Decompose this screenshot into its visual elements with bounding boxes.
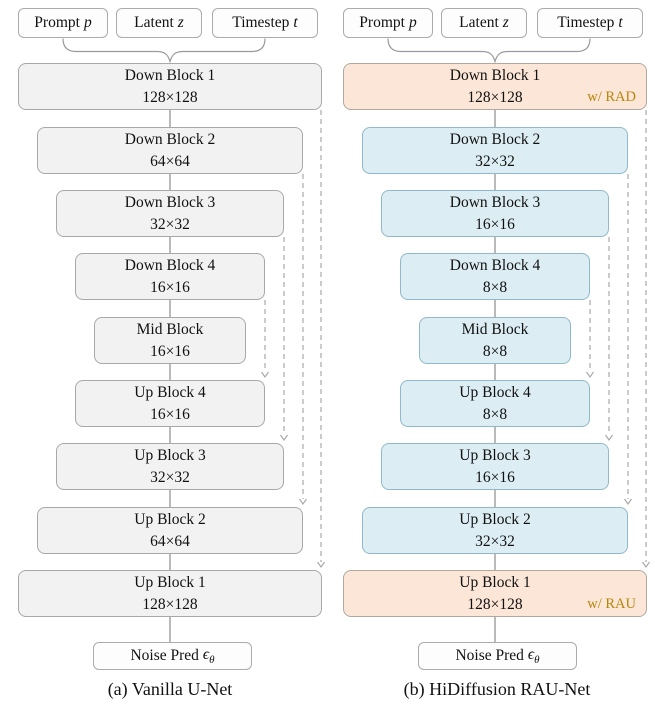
input-label: Prompt [359,14,405,31]
input-label: Prompt [34,14,80,31]
arrowhead-icon [605,434,613,442]
arrowhead-icon [317,561,325,569]
block-resolution: 64×64 [150,532,190,550]
block-b-up-3: Up Block 3 16×16 [381,443,609,490]
arrowhead-icon [261,371,269,379]
skip-connections-a [261,110,325,569]
block-a-mid: Mid Block 16×16 [94,317,246,364]
block-resolution: 16×16 [150,278,190,296]
block-a-down-3: Down Block 3 32×32 [56,190,284,237]
block-title: Down Block 3 [449,194,541,212]
input-label: Timestep [557,14,615,31]
block-b-down-1: Down Block 1 128×128 w/ RAD [343,63,647,110]
arrowhead-icon [280,434,288,442]
block-resolution: 128×128 [142,88,198,106]
block-title: Down Block 4 [449,257,541,275]
block-resolution: 32×32 [475,532,515,550]
block-title: Down Block 1 [124,67,216,85]
math-subscript: θ [534,654,540,667]
block-a-up-1: Up Block 1 128×128 [18,570,322,617]
math-symbol: p [83,14,92,31]
block-a-up-3: Up Block 3 32×32 [56,443,284,490]
block-b-up-2: Up Block 2 32×32 [362,507,628,554]
block-a-down-1: Down Block 1 128×128 [18,63,322,110]
block-resolution: 8×8 [482,342,508,360]
block-title: Up Block 1 [459,574,531,592]
block-b-down-4: Down Block 4 8×8 [400,253,590,300]
skip-connections-b [586,110,650,569]
block-tag: w/ RAD [587,88,636,105]
block-resolution: 8×8 [482,405,508,423]
math-subscript: θ [209,654,215,667]
math-symbol: z [177,14,184,31]
block-title: Up Block 2 [459,511,531,529]
block-resolution: 16×16 [475,468,515,486]
block-resolution: 8×8 [482,278,508,296]
output-label: Noise Pred [130,647,199,664]
arrowhead-icon [624,498,632,506]
block-a-up-4: Up Block 4 16×16 [75,380,265,427]
block-title: Up Block 4 [134,384,206,402]
block-title: Mid Block [461,321,529,339]
math-symbol: t [293,14,298,31]
block-title: Down Block 1 [449,67,541,85]
arrowhead-icon [586,371,594,379]
math-symbol: z [502,14,509,31]
block-resolution: 128×128 [467,595,523,613]
block-title: Mid Block [136,321,204,339]
block-resolution: 32×32 [150,468,190,486]
block-b-mid: Mid Block 8×8 [419,317,571,364]
block-title: Up Block 2 [134,511,206,529]
block-resolution: 16×16 [150,405,190,423]
output-label: Noise Pred [455,647,524,664]
block-title: Down Block 3 [124,194,216,212]
arrowhead-icon [642,561,650,569]
block-resolution: 16×16 [475,215,515,233]
block-b-up-4: Up Block 4 8×8 [400,380,590,427]
block-resolution: 128×128 [467,88,523,106]
block-a-down-4: Down Block 4 16×16 [75,253,265,300]
input-label: Timestep [232,14,290,31]
input-label: Latent [134,14,174,31]
block-resolution: 32×32 [475,152,515,170]
block-tag: w/ RAU [587,595,636,612]
caption-b: (b) HiDiffusion RAU-Net [403,679,591,699]
input-merge-brace-a [62,38,266,64]
arrowhead-icon [299,498,307,506]
block-b-down-2: Down Block 2 32×32 [362,127,628,174]
math-symbol: ϵ [202,645,210,663]
math-symbol: p [408,14,417,31]
block-title: Up Block 4 [459,384,531,402]
input-label: Latent [459,14,499,31]
block-title: Up Block 3 [134,447,206,465]
block-b-up-1: Up Block 1 128×128 w/ RAU [343,570,647,617]
input-merge-brace-b [387,38,591,64]
block-a-down-2: Down Block 2 64×64 [37,127,303,174]
block-title: Down Block 2 [449,131,541,149]
math-symbol: ϵ [527,645,535,663]
math-symbol: t [618,14,623,31]
block-resolution: 128×128 [142,595,198,613]
block-title: Up Block 3 [459,447,531,465]
caption-a: (a) Vanilla U-Net [107,679,233,699]
block-b-down-3: Down Block 3 16×16 [381,190,609,237]
block-a-up-2: Up Block 2 64×64 [37,507,303,554]
block-title: Down Block 2 [124,131,216,149]
block-resolution: 64×64 [150,152,190,170]
block-resolution: 16×16 [150,342,190,360]
block-title: Up Block 1 [134,574,206,592]
block-resolution: 32×32 [150,215,190,233]
block-title: Down Block 4 [124,257,216,275]
